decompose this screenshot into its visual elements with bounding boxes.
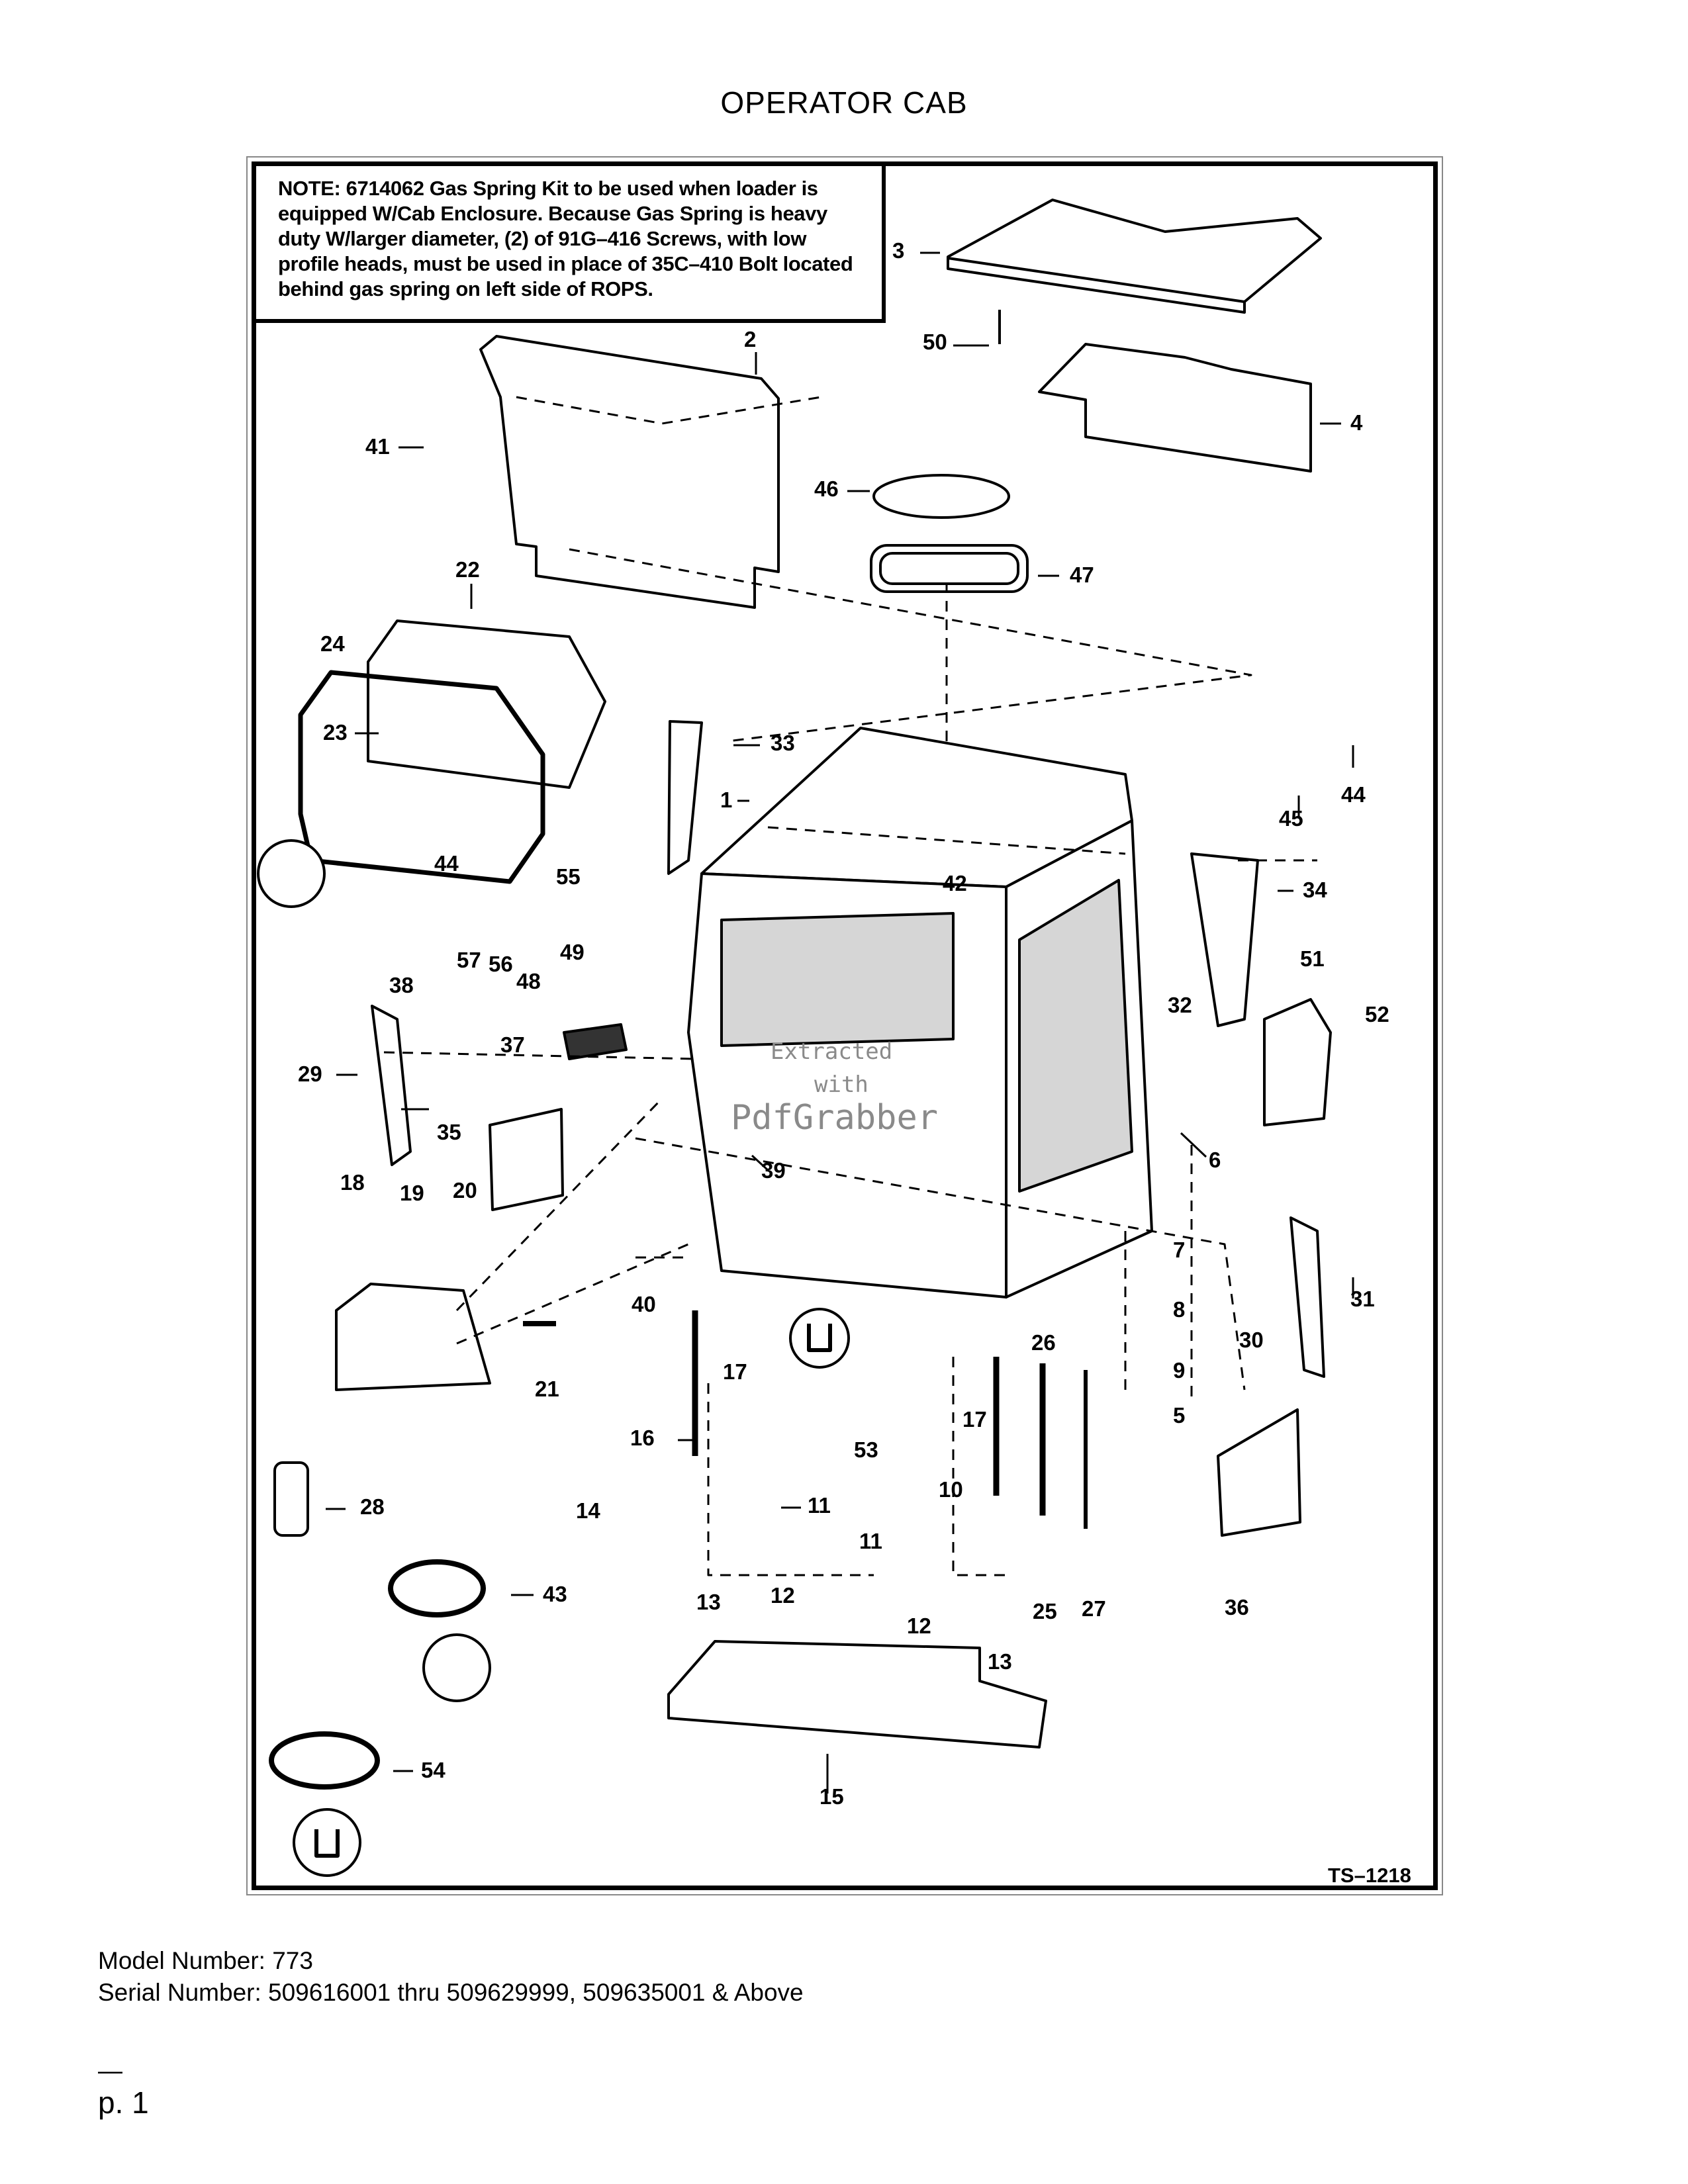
callout-17a: 17 bbox=[723, 1359, 747, 1384]
serial-number: Serial Number: 509616001 thru 509629999,… bbox=[98, 1979, 804, 2006]
callout-24: 24 bbox=[320, 631, 345, 656]
callout-14: 14 bbox=[576, 1498, 600, 1523]
callout-29: 29 bbox=[298, 1062, 322, 1086]
watermark-line-1: Extracted bbox=[771, 1038, 892, 1065]
filler-plate-part bbox=[1217, 1408, 1301, 1537]
callout-32: 32 bbox=[1168, 993, 1192, 1017]
model-number: Model Number: 773 bbox=[98, 1947, 313, 1974]
floor-plate-part bbox=[667, 1640, 1047, 1749]
callout-3: 3 bbox=[892, 238, 904, 263]
diagram-inner-frame bbox=[252, 161, 1438, 1890]
hose-part bbox=[388, 1559, 486, 1617]
callout-5: 5 bbox=[1173, 1403, 1185, 1428]
window-glass-part bbox=[367, 619, 606, 789]
callout-22: 22 bbox=[455, 557, 480, 582]
callout-40: 40 bbox=[632, 1292, 656, 1316]
callout-7: 7 bbox=[1173, 1238, 1185, 1262]
callout-4: 4 bbox=[1350, 410, 1363, 435]
callout-12a: 12 bbox=[771, 1583, 795, 1608]
callout-30: 30 bbox=[1239, 1328, 1264, 1352]
callout-35: 35 bbox=[437, 1120, 461, 1144]
callout-21: 21 bbox=[535, 1377, 559, 1401]
box-part bbox=[1263, 998, 1332, 1126]
seal-part bbox=[872, 474, 1010, 519]
note-label: NOTE: bbox=[278, 177, 341, 200]
side-trim-part bbox=[667, 720, 703, 875]
callout-20: 20 bbox=[453, 1178, 477, 1203]
info-symbol bbox=[257, 839, 850, 1877]
side-trim-part bbox=[1190, 852, 1259, 1027]
callout-43: 43 bbox=[543, 1582, 567, 1606]
gasket-part bbox=[870, 544, 1029, 593]
pad-part bbox=[563, 1023, 628, 1060]
callout-38: 38 bbox=[389, 973, 414, 997]
callout-28: 28 bbox=[360, 1494, 385, 1519]
callout-44a: 44 bbox=[434, 851, 459, 876]
callout-8: 8 bbox=[1173, 1297, 1185, 1322]
bracket-part bbox=[1038, 343, 1312, 473]
callout-42: 42 bbox=[943, 871, 967, 895]
page-number: p. 1 bbox=[98, 2085, 149, 2120]
rear-panel-part bbox=[479, 335, 780, 609]
watermark-line-3: PdfGrabber bbox=[731, 1098, 938, 1138]
cab-body-part bbox=[687, 727, 1153, 1298]
callout-25: 25 bbox=[1033, 1599, 1057, 1623]
callout-16: 16 bbox=[630, 1426, 655, 1450]
bracket-part bbox=[1289, 1216, 1325, 1378]
callout-26: 26 bbox=[1031, 1330, 1056, 1355]
callout-49: 49 bbox=[560, 940, 585, 964]
callout-11b: 11 bbox=[859, 1529, 882, 1553]
diagram-outer-frame bbox=[246, 156, 1443, 1895]
page-separator: — bbox=[98, 2057, 122, 2084]
callout-17b: 17 bbox=[962, 1407, 987, 1432]
bracket-part bbox=[371, 1005, 412, 1166]
callout-27: 27 bbox=[1082, 1596, 1106, 1621]
callout-1: 1 bbox=[720, 788, 732, 812]
callout-53: 53 bbox=[854, 1437, 878, 1462]
callout-19: 19 bbox=[400, 1181, 424, 1205]
callout-41: 41 bbox=[365, 434, 390, 459]
callout-39: 39 bbox=[761, 1158, 786, 1183]
callout-37: 37 bbox=[500, 1032, 525, 1057]
callout-18: 18 bbox=[340, 1170, 365, 1195]
callout-12b: 12 bbox=[907, 1614, 931, 1638]
callout-44b: 44 bbox=[1341, 782, 1366, 807]
filler-plate-part bbox=[489, 1108, 564, 1211]
watermark: Extracted with PdfGrabber bbox=[731, 1038, 938, 1138]
callout-48: 48 bbox=[516, 969, 541, 993]
callout-11a: 11 bbox=[808, 1493, 831, 1518]
note-text: 6714062 Gas Spring Kit to be used when l… bbox=[278, 177, 853, 300]
callout-55: 55 bbox=[556, 864, 581, 889]
callout-6: 6 bbox=[1209, 1148, 1221, 1172]
callout-13b: 13 bbox=[988, 1649, 1012, 1674]
callout-34: 34 bbox=[1303, 878, 1327, 902]
window-seal-part bbox=[298, 670, 545, 884]
callout-15: 15 bbox=[820, 1784, 844, 1809]
callout-2: 2 bbox=[744, 327, 756, 351]
callout-46: 46 bbox=[814, 477, 839, 501]
callout-51: 51 bbox=[1300, 946, 1325, 971]
note-box: NOTE: 6714062 Gas Spring Kit to be used … bbox=[252, 161, 886, 323]
callout-47: 47 bbox=[1070, 563, 1094, 587]
callout-54: 54 bbox=[421, 1758, 445, 1782]
callout-13a: 13 bbox=[696, 1590, 721, 1614]
callout-50: 50 bbox=[923, 330, 947, 354]
roof-panel-part bbox=[947, 199, 1322, 314]
callout-31: 31 bbox=[1350, 1287, 1375, 1311]
aerosol-can-part bbox=[273, 1461, 309, 1537]
callout-56: 56 bbox=[489, 952, 513, 976]
mount-part bbox=[335, 1283, 491, 1391]
drawing-code: TS–1218 bbox=[1328, 1864, 1411, 1887]
callout-33: 33 bbox=[771, 731, 795, 755]
callout-9: 9 bbox=[1173, 1358, 1185, 1383]
watermark-line-2: with bbox=[814, 1071, 868, 1098]
hose-part bbox=[269, 1731, 380, 1790]
callout-52: 52 bbox=[1365, 1002, 1389, 1026]
callout-36: 36 bbox=[1225, 1595, 1249, 1619]
callout-23: 23 bbox=[323, 720, 348, 745]
callout-57: 57 bbox=[457, 948, 481, 972]
callout-10: 10 bbox=[939, 1477, 963, 1502]
page-title: OPERATOR CAB bbox=[720, 85, 968, 120]
